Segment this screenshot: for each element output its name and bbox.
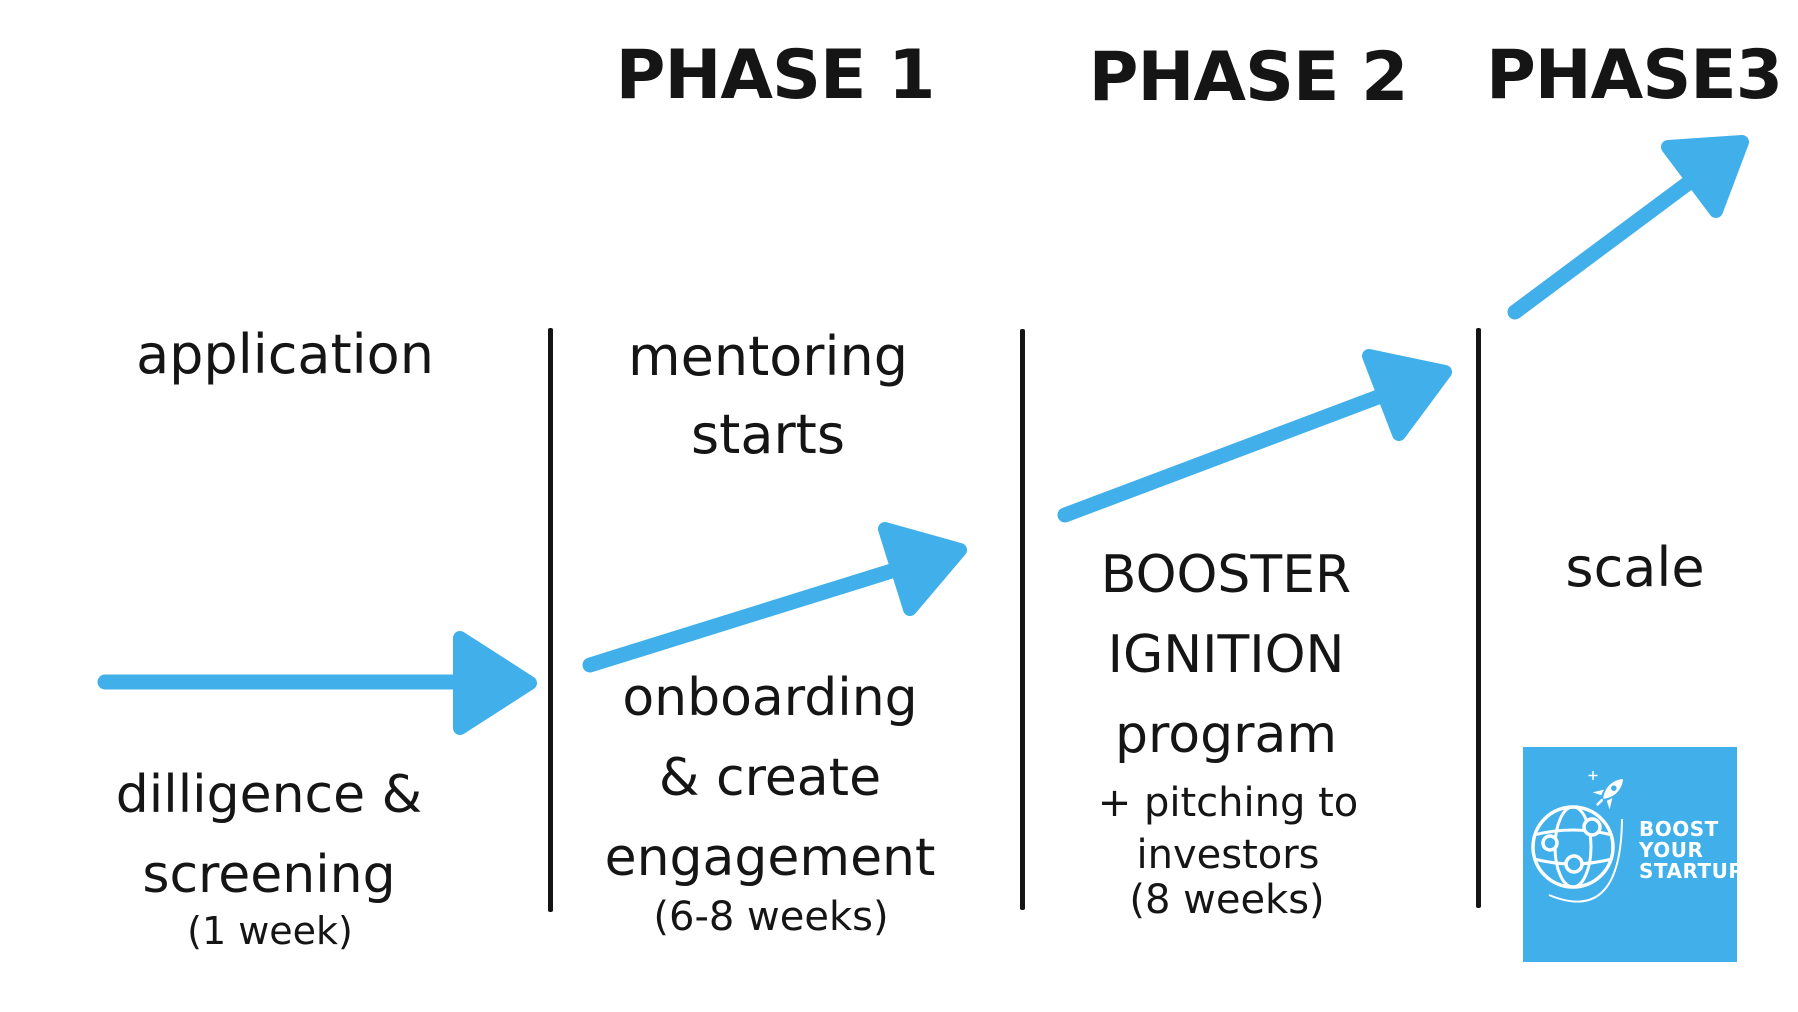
application-right-arrow-icon [97, 631, 537, 735]
stage3-main-line1: BOOSTER [1100, 545, 1352, 605]
stage1-duration: (1 week) [187, 909, 353, 953]
stage2-main-line3: engagement [604, 828, 936, 889]
stage1-main-label: dilligence & screening [116, 755, 422, 915]
stage2-main-line2: & create [658, 748, 882, 809]
stage2-top-label: mentoring starts [628, 318, 908, 475]
logo-text-line3: STARTUP [1639, 859, 1737, 883]
stage1-main-line1: dilligence & [115, 765, 423, 825]
stage3-main-line2: IGNITION [1107, 625, 1345, 686]
phase3-steep-rising-arrow-icon [1507, 135, 1749, 320]
stage2-top-line1: mentoring [628, 325, 908, 388]
stage3-duration: (8 weeks) [1129, 877, 1325, 923]
phase2-rising-arrow-icon [1057, 349, 1452, 523]
stage2-duration: (6-8 weeks) [653, 894, 889, 940]
stage2-main-label: onboarding & create engagement [605, 658, 936, 898]
stage3-sub-label: + pitching to investors [1098, 777, 1359, 881]
logo-text-line1: BOOST [1639, 817, 1719, 841]
boost-your-startup-logo: BOOST YOUR STARTUP [1523, 747, 1737, 962]
stage3-sub-line1: + pitching to [1097, 780, 1359, 826]
logo-text-line2: YOUR [1638, 838, 1703, 862]
orbit-swoosh-arc [1548, 818, 1623, 903]
rocket-icon [1592, 778, 1624, 810]
divider-phase1-boundary [548, 328, 553, 912]
phase1-header: PHASE 1 [615, 36, 936, 115]
stage2-main-line1: onboarding [622, 668, 918, 728]
divider-phase3-boundary [1476, 328, 1481, 908]
stage4-label: scale [1565, 536, 1705, 599]
globe-icon [1531, 805, 1615, 889]
divider-phase2-boundary [1020, 329, 1025, 910]
stage3-main-label: BOOSTER IGNITION program [1101, 535, 1351, 775]
stage1-top-label: application [136, 323, 434, 386]
stage3-main-line3: program [1115, 705, 1337, 766]
logo-background [1523, 747, 1737, 962]
phase1-rising-arrow-icon [582, 522, 967, 673]
phase3-header: PHASE3 [1485, 36, 1783, 115]
stage3-sub-line2: investors [1136, 832, 1320, 878]
sparkle-icon [1588, 771, 1598, 780]
stage2-top-line2: starts [691, 403, 845, 467]
phase2-header: PHASE 2 [1088, 38, 1409, 117]
stage1-main-line2: screening [142, 845, 396, 906]
